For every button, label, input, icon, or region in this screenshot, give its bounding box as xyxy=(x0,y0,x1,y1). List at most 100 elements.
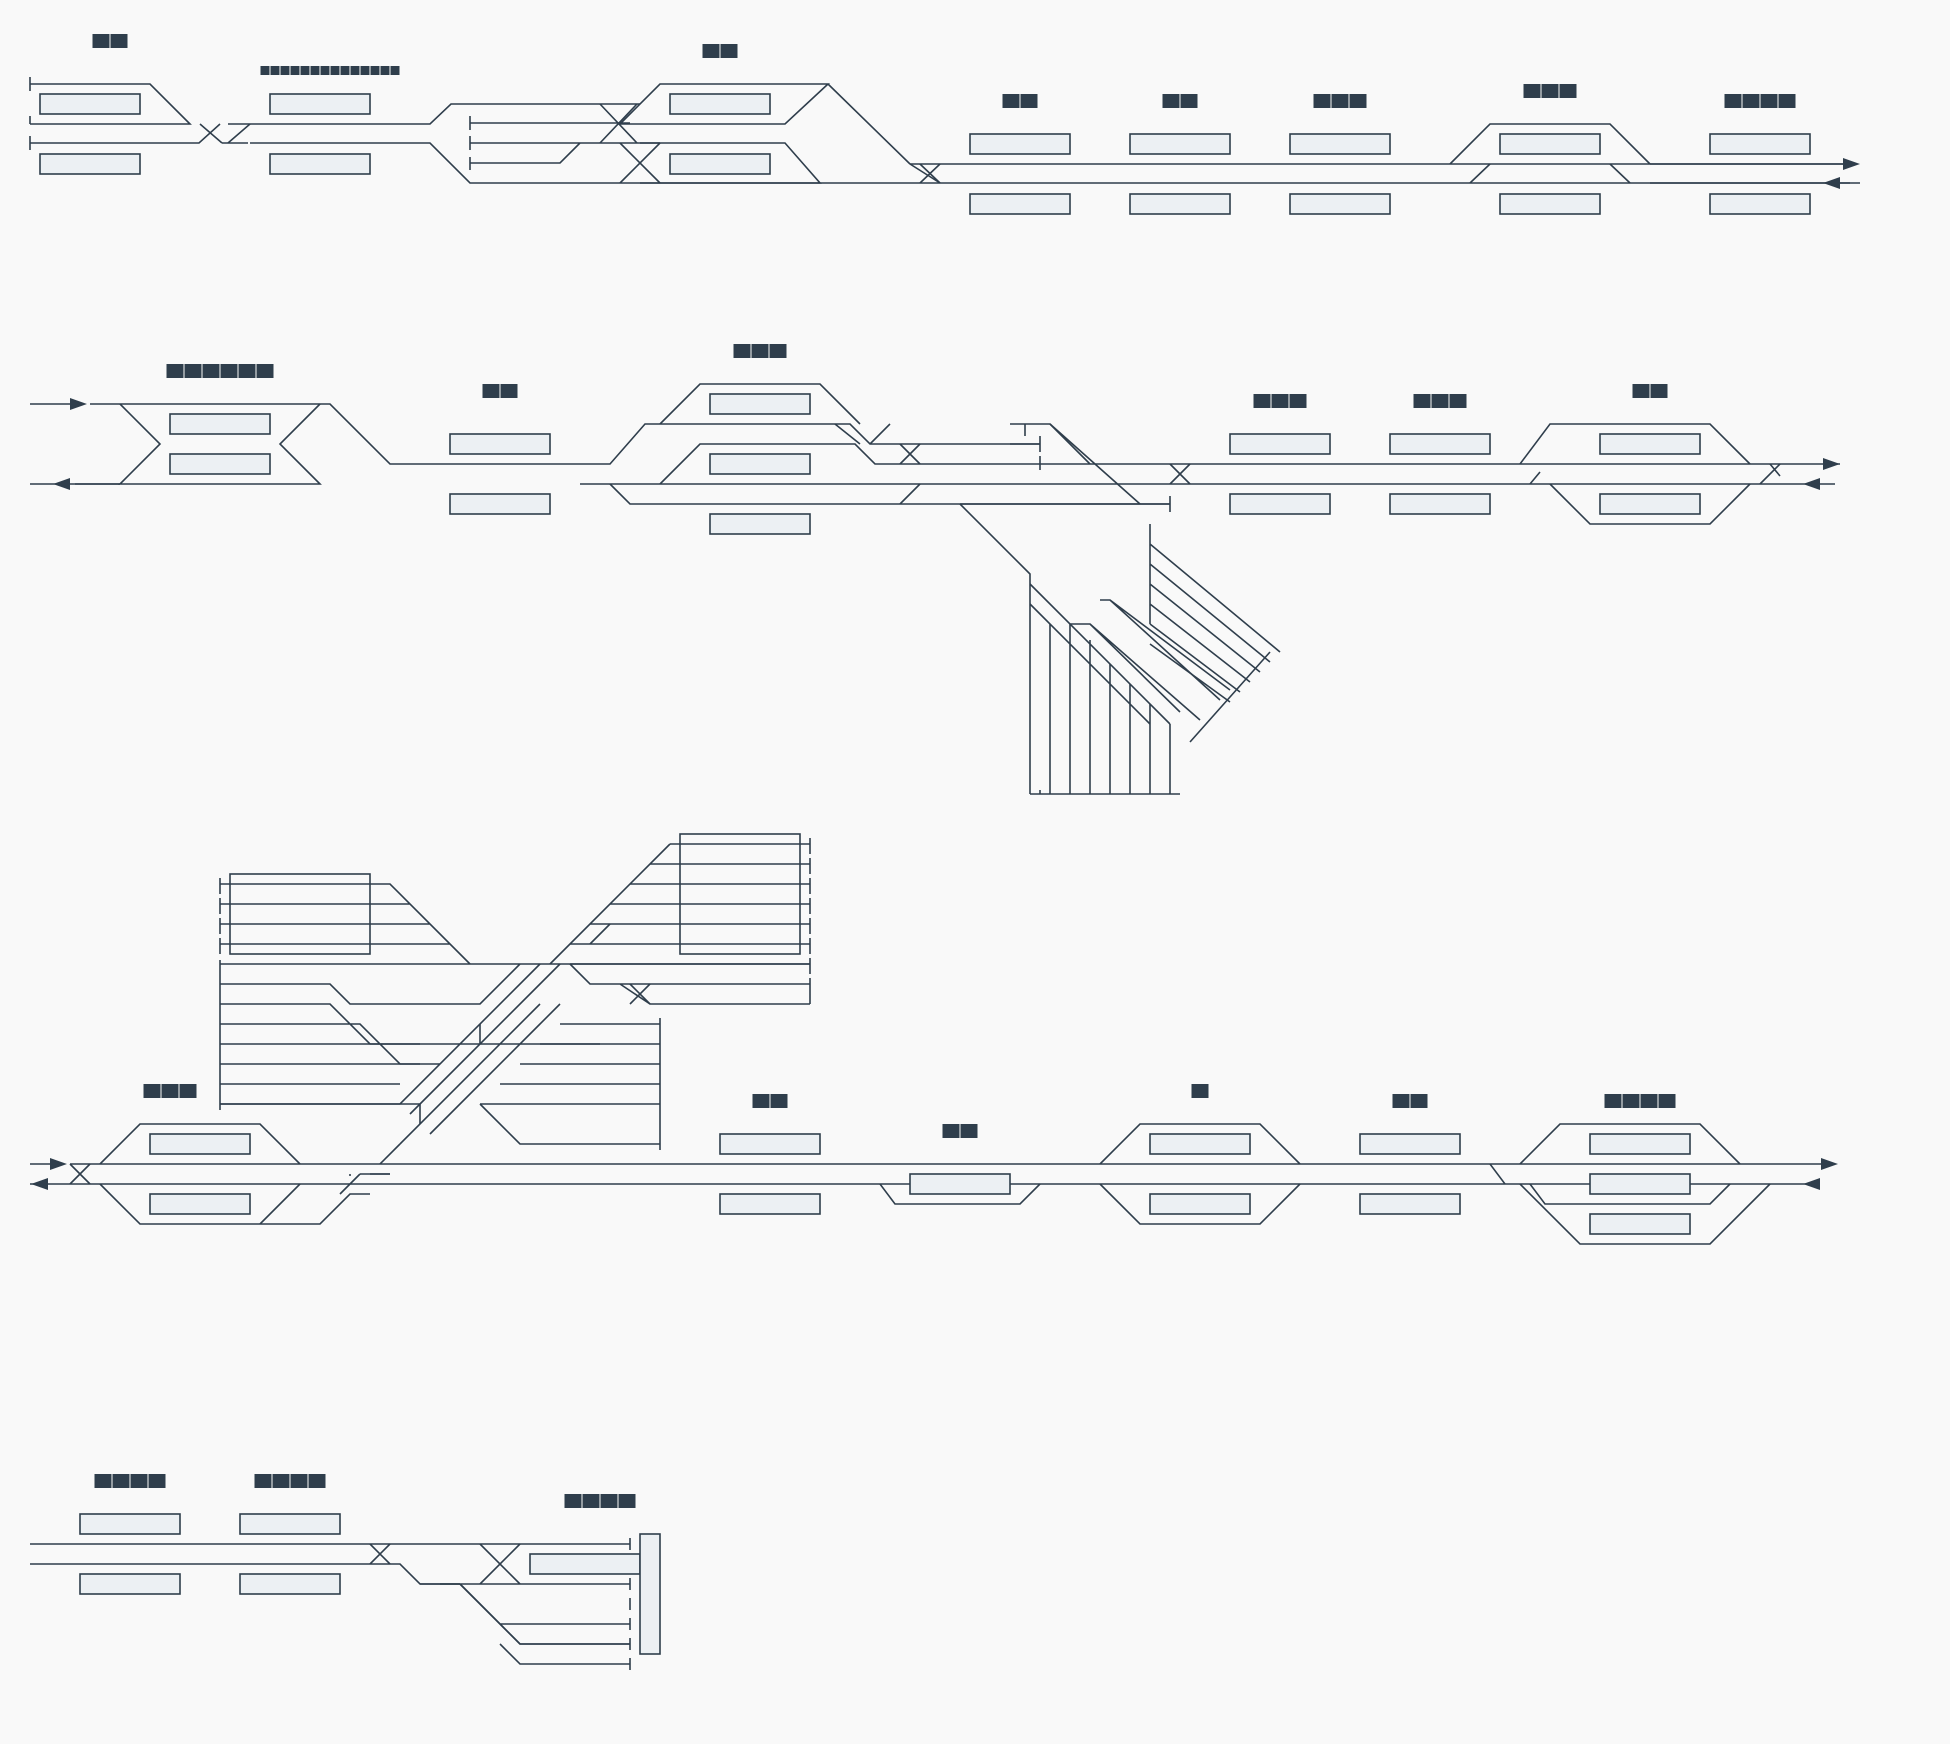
platform xyxy=(449,433,551,455)
platform xyxy=(149,1133,251,1155)
station-label-l2-s6 xyxy=(1632,384,1668,398)
station-label-glyph xyxy=(1413,394,1431,408)
station-label-glyph xyxy=(1289,394,1307,408)
station-label-glyph xyxy=(112,1474,130,1488)
platform xyxy=(1289,193,1391,215)
station-label-glyph xyxy=(942,1124,960,1138)
station-label-glyph xyxy=(1271,394,1289,408)
station-label-glyph xyxy=(1253,394,1271,408)
line-2-platforms xyxy=(169,393,1701,535)
station-label-l3-s3 xyxy=(942,1124,978,1138)
station-label-glyph xyxy=(1650,384,1668,398)
line-3-platforms xyxy=(149,1133,1691,1235)
station-label-glyph xyxy=(1632,384,1650,398)
station-label-glyph xyxy=(1431,394,1449,408)
station-label-glyph xyxy=(1180,94,1198,108)
station-label-glyph xyxy=(290,1474,308,1488)
line-3-arrows xyxy=(31,1158,1838,1190)
station-label-glyph xyxy=(310,66,320,75)
platform xyxy=(719,1133,821,1155)
eastbound-arrow xyxy=(1843,158,1860,170)
platform xyxy=(1359,1133,1461,1155)
station-label-l1-s1 xyxy=(92,34,128,48)
station-label-glyph xyxy=(1604,1094,1622,1108)
line-3-tracks xyxy=(30,833,1835,1245)
station-label-glyph xyxy=(1162,94,1180,108)
station-label-glyph xyxy=(143,1084,161,1098)
platform xyxy=(1599,433,1701,455)
station-label-glyph xyxy=(702,44,720,58)
station-label-l1-s5 xyxy=(1162,94,1198,108)
station-label-glyph xyxy=(92,34,110,48)
station-label-glyph xyxy=(564,1494,582,1508)
line-1-platforms xyxy=(39,93,1811,215)
line-4-diagram xyxy=(30,1513,661,1670)
westbound-arrow xyxy=(1803,478,1820,490)
platform xyxy=(969,133,1071,155)
station-label-glyph xyxy=(1778,94,1796,108)
station-label-glyph xyxy=(220,364,238,378)
station-label-glyph xyxy=(482,384,500,398)
platform xyxy=(269,93,371,115)
station-label-glyph xyxy=(161,1084,179,1098)
platform xyxy=(1229,433,1331,455)
station-label-glyph xyxy=(582,1494,600,1508)
platform xyxy=(529,1553,641,1575)
station-label-glyph xyxy=(500,384,518,398)
platform xyxy=(1589,1213,1691,1235)
line-1-diagram xyxy=(29,77,1860,215)
station-label-l3-s2 xyxy=(752,1094,788,1108)
platform xyxy=(149,1193,251,1215)
station-label-l2-s5 xyxy=(1413,394,1467,408)
westbound-arrow xyxy=(53,478,70,490)
eastbound-arrow xyxy=(1821,1158,1838,1170)
station-label-l1-s4 xyxy=(1002,94,1038,108)
station-label-l2-s4 xyxy=(1253,394,1307,408)
line-2-tracks xyxy=(30,383,1840,795)
platform xyxy=(169,413,271,435)
platform xyxy=(719,1193,821,1215)
platform xyxy=(449,493,551,515)
platform xyxy=(709,393,811,415)
station-label-glyph xyxy=(360,66,370,75)
station-label-glyph xyxy=(110,34,128,48)
platform xyxy=(1589,1133,1691,1155)
station-label-glyph xyxy=(370,66,380,75)
station-label-glyph xyxy=(751,344,769,358)
platform xyxy=(39,93,141,115)
station-label-l2-s2 xyxy=(482,384,518,398)
line-4-platforms xyxy=(79,1513,661,1655)
platform xyxy=(1709,133,1811,155)
platform xyxy=(1599,493,1701,515)
station-label-glyph xyxy=(618,1494,636,1508)
westbound-arrow xyxy=(1823,177,1840,189)
platform xyxy=(1499,133,1601,155)
eastbound-arrow xyxy=(50,1158,67,1170)
station-label-glyph xyxy=(770,1094,788,1108)
station-label-l4-s1 xyxy=(94,1474,166,1488)
station-label-l4-s3 xyxy=(564,1494,636,1508)
station-label-l3-s1 xyxy=(143,1084,197,1098)
station-label-glyph xyxy=(1640,1094,1658,1108)
station-label-glyph xyxy=(1541,84,1559,98)
station-label-glyph xyxy=(1331,94,1349,108)
station-label-glyph xyxy=(960,1124,978,1138)
platform xyxy=(1389,433,1491,455)
station-label-l1-s2 xyxy=(260,66,400,75)
station-label-glyph xyxy=(350,66,360,75)
station-label-glyph xyxy=(94,1474,112,1488)
line-1-arrows xyxy=(1823,158,1860,189)
station-label-glyph xyxy=(202,364,220,378)
station-label-l4-s2 xyxy=(254,1474,326,1488)
platform xyxy=(709,513,811,535)
platform xyxy=(1149,1193,1251,1215)
station-label-glyph xyxy=(184,364,202,378)
platform xyxy=(169,453,271,475)
station-label-l3-s6 xyxy=(1604,1094,1676,1108)
station-label-glyph xyxy=(1523,84,1541,98)
station-label-l3-s4 xyxy=(1191,1084,1209,1098)
station-label-glyph xyxy=(1191,1084,1209,1098)
station-label-glyph xyxy=(1658,1094,1676,1108)
station-label-l1-s7 xyxy=(1523,84,1577,98)
platform xyxy=(1389,493,1491,515)
